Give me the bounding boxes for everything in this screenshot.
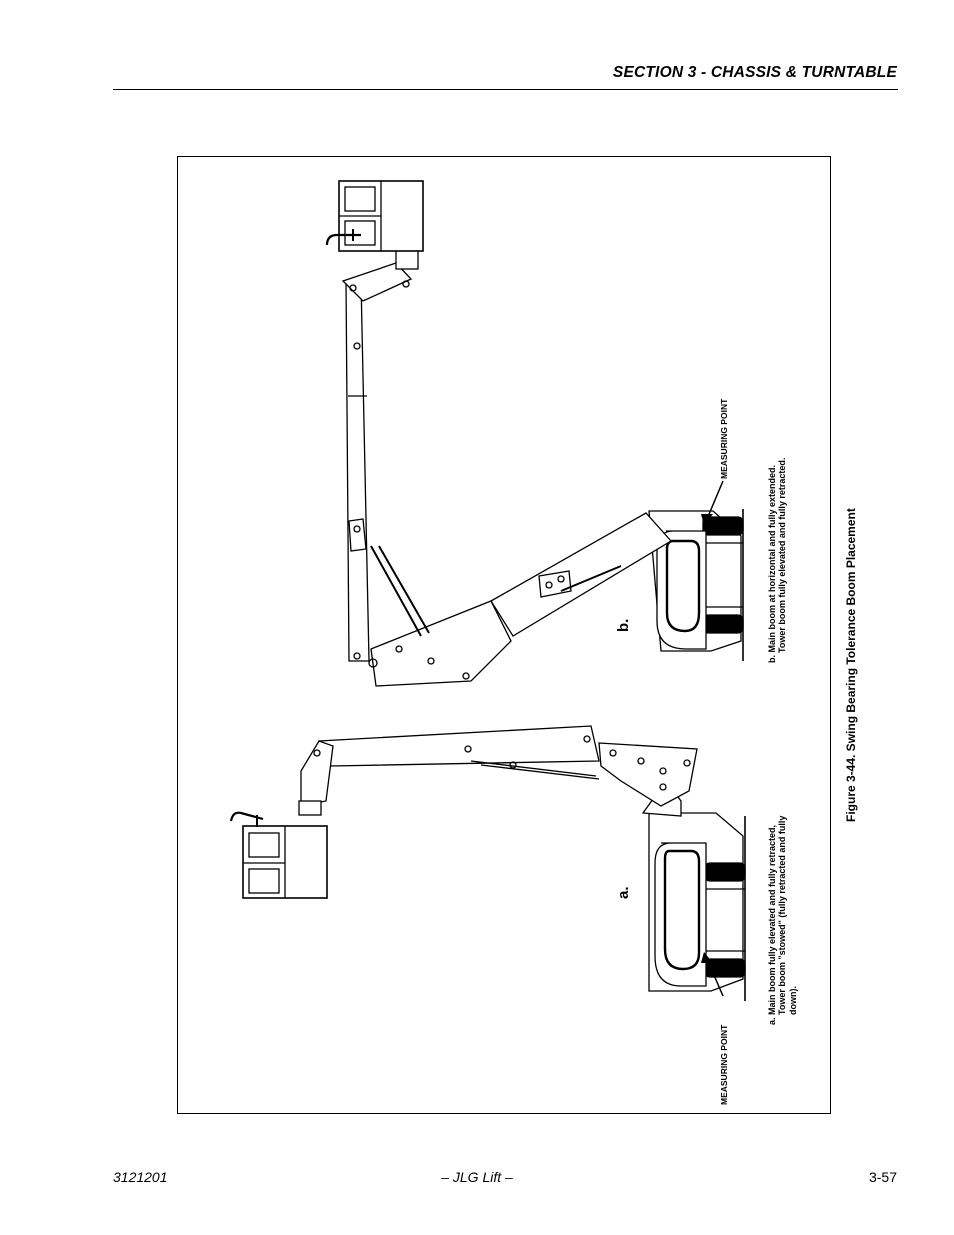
diagram-a-machine xyxy=(229,725,746,1001)
figure-box: a. b. MEASURING POINT MEASURING POINT a.… xyxy=(177,156,858,1114)
section-header: SECTION 3 - CHASSIS & TURNTABLE xyxy=(612,64,897,81)
note-b-line-1: b. Main boom at horizontal and fully ext… xyxy=(767,464,777,663)
footer-center-text: – JLG Lift – xyxy=(441,1169,513,1185)
note-a: a. Main boom fully elevated and fully re… xyxy=(767,816,798,1025)
diagram-b-machine xyxy=(325,180,744,687)
measuring-point-label-b: MEASURING POINT xyxy=(719,398,729,479)
note-a-line-3: down). xyxy=(787,986,798,1015)
boom-placement-illustration xyxy=(229,180,746,1001)
note-b: b. Main boom at horizontal and fully ext… xyxy=(767,458,788,663)
label-b: b. xyxy=(615,618,632,632)
note-a-line-2: Tower boom "stowed" (fully retracted and… xyxy=(777,815,788,1015)
footer-doc-number: 3121201 xyxy=(113,1169,168,1185)
note-b-line-2: Tower boom fully elevated and fully retr… xyxy=(777,457,788,653)
measuring-point-label-a: MEASURING POINT xyxy=(719,1024,729,1105)
note-a-line-1: a. Main boom fully elevated and fully re… xyxy=(767,824,777,1025)
measuring-point-arrows xyxy=(701,480,724,997)
footer-page-number: 3-57 xyxy=(868,1169,897,1185)
header-rule xyxy=(113,89,898,90)
figure-caption: Figure 3-44. Swing Bearing Tolerance Boo… xyxy=(844,508,858,822)
label-a: a. xyxy=(615,886,632,899)
